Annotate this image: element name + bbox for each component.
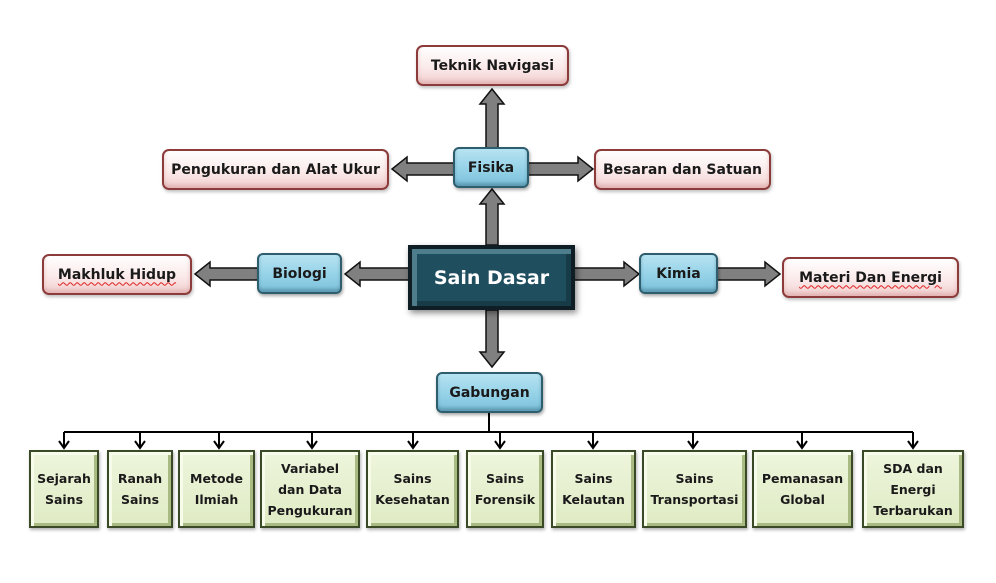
subtopic-sejarah-sains: Sejarah Sains bbox=[29, 450, 99, 528]
node-label: Besaran dan Satuan bbox=[602, 161, 763, 178]
node-teknik-navigasi: Teknik Navigasi bbox=[416, 45, 569, 86]
node-kimia: Kimia bbox=[639, 253, 718, 294]
subtopic-label: Pemanasan Global bbox=[761, 471, 844, 507]
node-label: Materi Dan Energi bbox=[799, 269, 942, 286]
drop-arrowhead bbox=[907, 440, 919, 450]
subtopic-label: Sains Transportasi bbox=[650, 471, 739, 507]
node-gabungan: Gabungan bbox=[436, 372, 543, 413]
drop-arrowhead bbox=[687, 440, 699, 450]
subtopic-sains-transportasi: Sains Transportasi bbox=[642, 450, 747, 528]
subtopic-label: Sains Forensik bbox=[474, 471, 536, 507]
drop-arrowhead bbox=[796, 440, 808, 450]
drop-arrowhead bbox=[407, 440, 419, 450]
subtopic-label: Sains Kelautan bbox=[562, 471, 625, 507]
node-materi-dan-energi: Materi Dan Energi bbox=[782, 257, 959, 298]
subtopic-sda-energi-terbarukan: SDA dan Energi Terbarukan bbox=[862, 450, 964, 528]
node-label: Gabungan bbox=[449, 384, 530, 401]
subtopic-sains-kesehatan: Sains Kesehatan bbox=[366, 450, 459, 528]
node-label: Kimia bbox=[656, 265, 701, 282]
drop-arrowhead bbox=[134, 440, 146, 450]
arrow-fisika-to-besaran bbox=[526, 155, 595, 183]
subtopic-label: Variabel dan Data Pengukuran bbox=[267, 460, 353, 518]
arrow-center-to-gabungan bbox=[478, 309, 506, 369]
subtopic-label: Metode Ilmiah bbox=[190, 471, 243, 507]
node-pengukuran-dan-alat-ukur: Pengukuran dan Alat Ukur bbox=[162, 149, 389, 190]
node-label: Pengukuran dan Alat Ukur bbox=[171, 161, 380, 178]
subtopic-metode-ilmiah: Metode Ilmiah bbox=[178, 450, 255, 528]
subtopic-ranah-sains: Ranah Sains bbox=[107, 450, 173, 528]
drop-arrowhead bbox=[306, 440, 318, 450]
node-label: Biologi bbox=[272, 265, 327, 282]
node-biologi: Biologi bbox=[257, 253, 342, 294]
subtopic-variabel-data-pengukuran: Variabel dan Data Pengukuran bbox=[260, 450, 360, 528]
arrow-biologi-to-makhluk-hidup bbox=[193, 260, 259, 288]
node-label: Makhluk Hidup bbox=[57, 266, 177, 283]
arrow-fisika-to-teknik-navigasi bbox=[478, 87, 506, 149]
node-fisika: Fisika bbox=[453, 147, 529, 188]
arrow-kimia-to-materi bbox=[715, 260, 782, 288]
node-label: Fisika bbox=[467, 159, 515, 176]
arrow-center-to-biologi bbox=[343, 260, 411, 288]
subtopic-sains-forensik: Sains Forensik bbox=[466, 450, 544, 528]
drop-arrowhead bbox=[213, 440, 225, 450]
drop-arrowhead bbox=[494, 440, 506, 450]
arrow-fisika-to-pengukuran bbox=[390, 155, 455, 183]
subtopic-label: Sejarah Sains bbox=[37, 471, 91, 507]
subtopic-label: Ranah Sains bbox=[117, 471, 163, 507]
node-label: Teknik Navigasi bbox=[430, 57, 555, 74]
node-label: Sain Dasar bbox=[433, 266, 550, 289]
node-sain-dasar: Sain Dasar bbox=[408, 245, 575, 310]
subtopic-pemanasan-global: Pemanasan Global bbox=[752, 450, 853, 528]
node-makhluk-hidup: Makhluk Hidup bbox=[42, 254, 192, 295]
arrow-center-to-kimia bbox=[573, 260, 641, 288]
subtopic-label: Sains Kesehatan bbox=[375, 471, 450, 507]
subtopic-sains-kelautan: Sains Kelautan bbox=[551, 450, 636, 528]
drop-arrowhead bbox=[58, 440, 70, 450]
subtopic-label: SDA dan Energi Terbarukan bbox=[873, 460, 953, 518]
arrow-center-to-fisika bbox=[478, 187, 506, 246]
node-besaran-dan-satuan: Besaran dan Satuan bbox=[594, 149, 771, 190]
drop-arrowhead bbox=[587, 440, 599, 450]
